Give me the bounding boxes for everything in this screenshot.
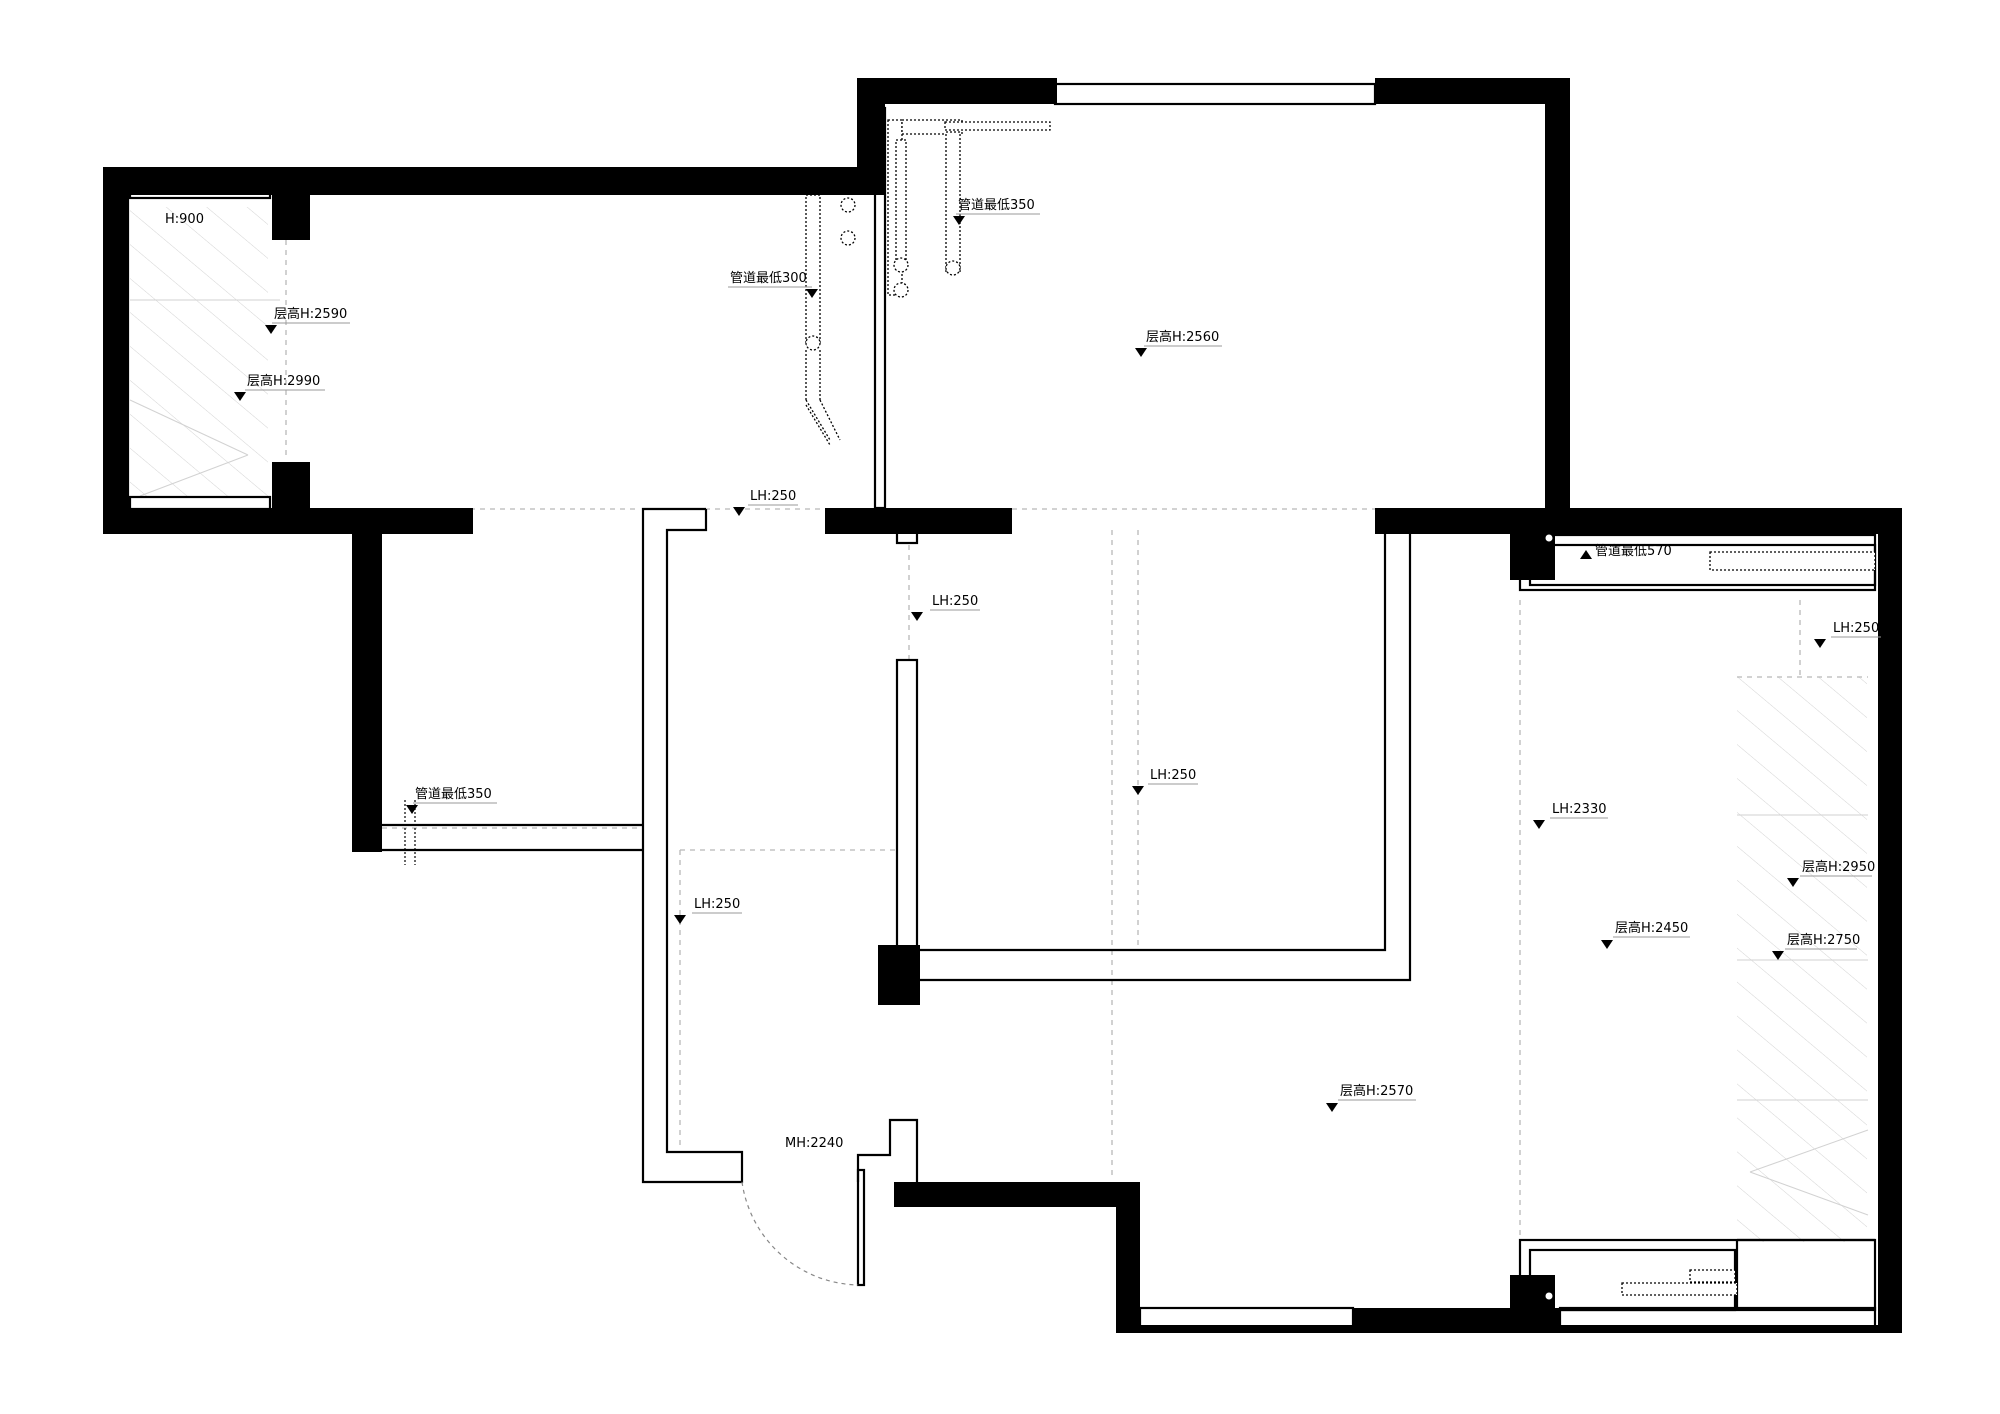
label-h900: H:900 [165, 212, 204, 227]
hatched-areas [129, 207, 1869, 1242]
label-entry-mh: MH:2240 [785, 1136, 843, 1151]
label-room-a-high: 层高H:2590 [274, 306, 347, 322]
label-lh-center: LH:250 [1150, 768, 1196, 783]
label-pipe-300: 管道最低300 [730, 271, 807, 286]
interior-walls [126, 82, 1877, 1330]
label-lh-door: LH:250 [932, 594, 978, 609]
label-pipe-570: 管道最低570 [1595, 544, 1672, 559]
pipe-dot-top [1544, 533, 1554, 543]
label-room-c-2750: 层高H:2750 [1787, 932, 1860, 948]
label-room-c: 层高H:2450 [1615, 920, 1688, 936]
label-room-c-2950: 层高H:2950 [1802, 859, 1875, 875]
label-room-a-low: 层高H:2990 [247, 373, 320, 389]
label-lh-left: LH:250 [694, 897, 740, 912]
label-pipe-350-left: 管道最低350 [415, 787, 492, 802]
label-lh-2330: LH:2330 [1552, 802, 1606, 817]
label-pipe-350-top: 管道最低350 [958, 198, 1035, 213]
dashed-lines [285, 200, 1868, 1240]
hatch-left-closet [130, 207, 268, 497]
exterior-walls [103, 78, 1902, 1333]
pipe-dot-bottom [1544, 1291, 1554, 1301]
label-lh-right: LH:250 [1833, 621, 1879, 636]
label-lh-corridor: LH:250 [750, 489, 796, 504]
labels: H:900 层高H:2590 层高H:2990 管道最低300 管道最低350 … [165, 198, 1881, 1151]
label-room-b: 层高H:2560 [1146, 329, 1219, 345]
label-living: 层高H:2570 [1340, 1083, 1413, 1099]
pipes [404, 119, 1876, 1296]
entry-door [741, 1118, 919, 1287]
